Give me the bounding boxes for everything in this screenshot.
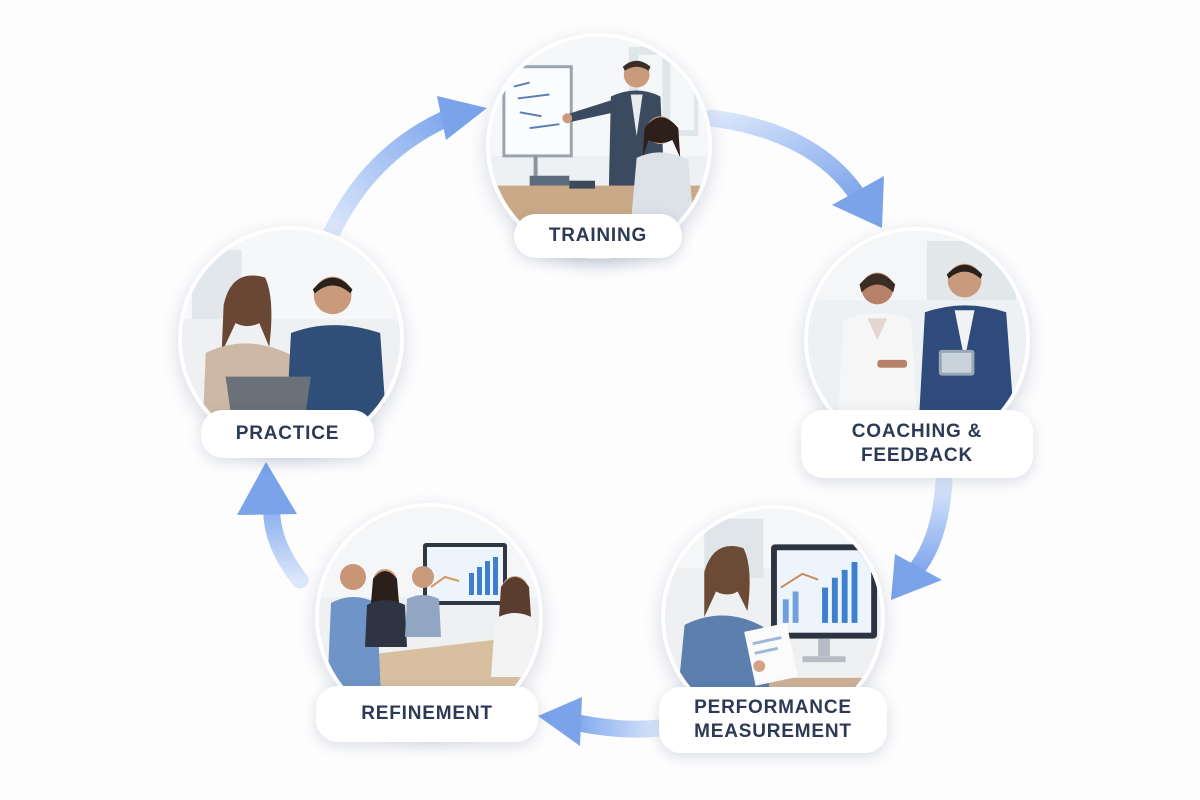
- arrow-performance-to-refinement-head: [538, 697, 582, 746]
- stage-label-practice: PRACTICE: [201, 410, 374, 458]
- coaching-label-line-2: FEEDBACK: [861, 445, 973, 466]
- arrow-coaching-to-performance-head: [891, 554, 942, 600]
- stage-label-training: TRAINING: [514, 214, 682, 258]
- arrow-training-to-coaching: [703, 109, 867, 205]
- refinement-label: REFINEMENT: [361, 703, 493, 724]
- performance-label-line-2: MEASUREMENT: [694, 721, 852, 742]
- arrow-performance-to-refinement: [565, 713, 669, 738]
- training-label: TRAINING: [548, 225, 648, 246]
- coaching-label-line-1: COACHING &: [851, 421, 983, 442]
- stage-label-performance-measurement: PERFORMANCE MEASUREMENT: [659, 687, 887, 753]
- arrow-coaching-to-performance: [905, 473, 953, 581]
- practice-label: PRACTICE: [235, 423, 340, 444]
- stage-label-coaching-feedback: COACHING & FEEDBACK: [801, 410, 1033, 478]
- arrow-practice-to-training: [323, 107, 461, 241]
- stage-label-refinement: REFINEMENT: [316, 686, 538, 742]
- arrow-practice-to-training-head: [437, 96, 487, 140]
- performance-label-line-1: PERFORMANCE: [694, 697, 852, 718]
- arrow-refinement-to-practice-head: [237, 462, 297, 515]
- arrow-training-to-coaching-head: [832, 176, 884, 228]
